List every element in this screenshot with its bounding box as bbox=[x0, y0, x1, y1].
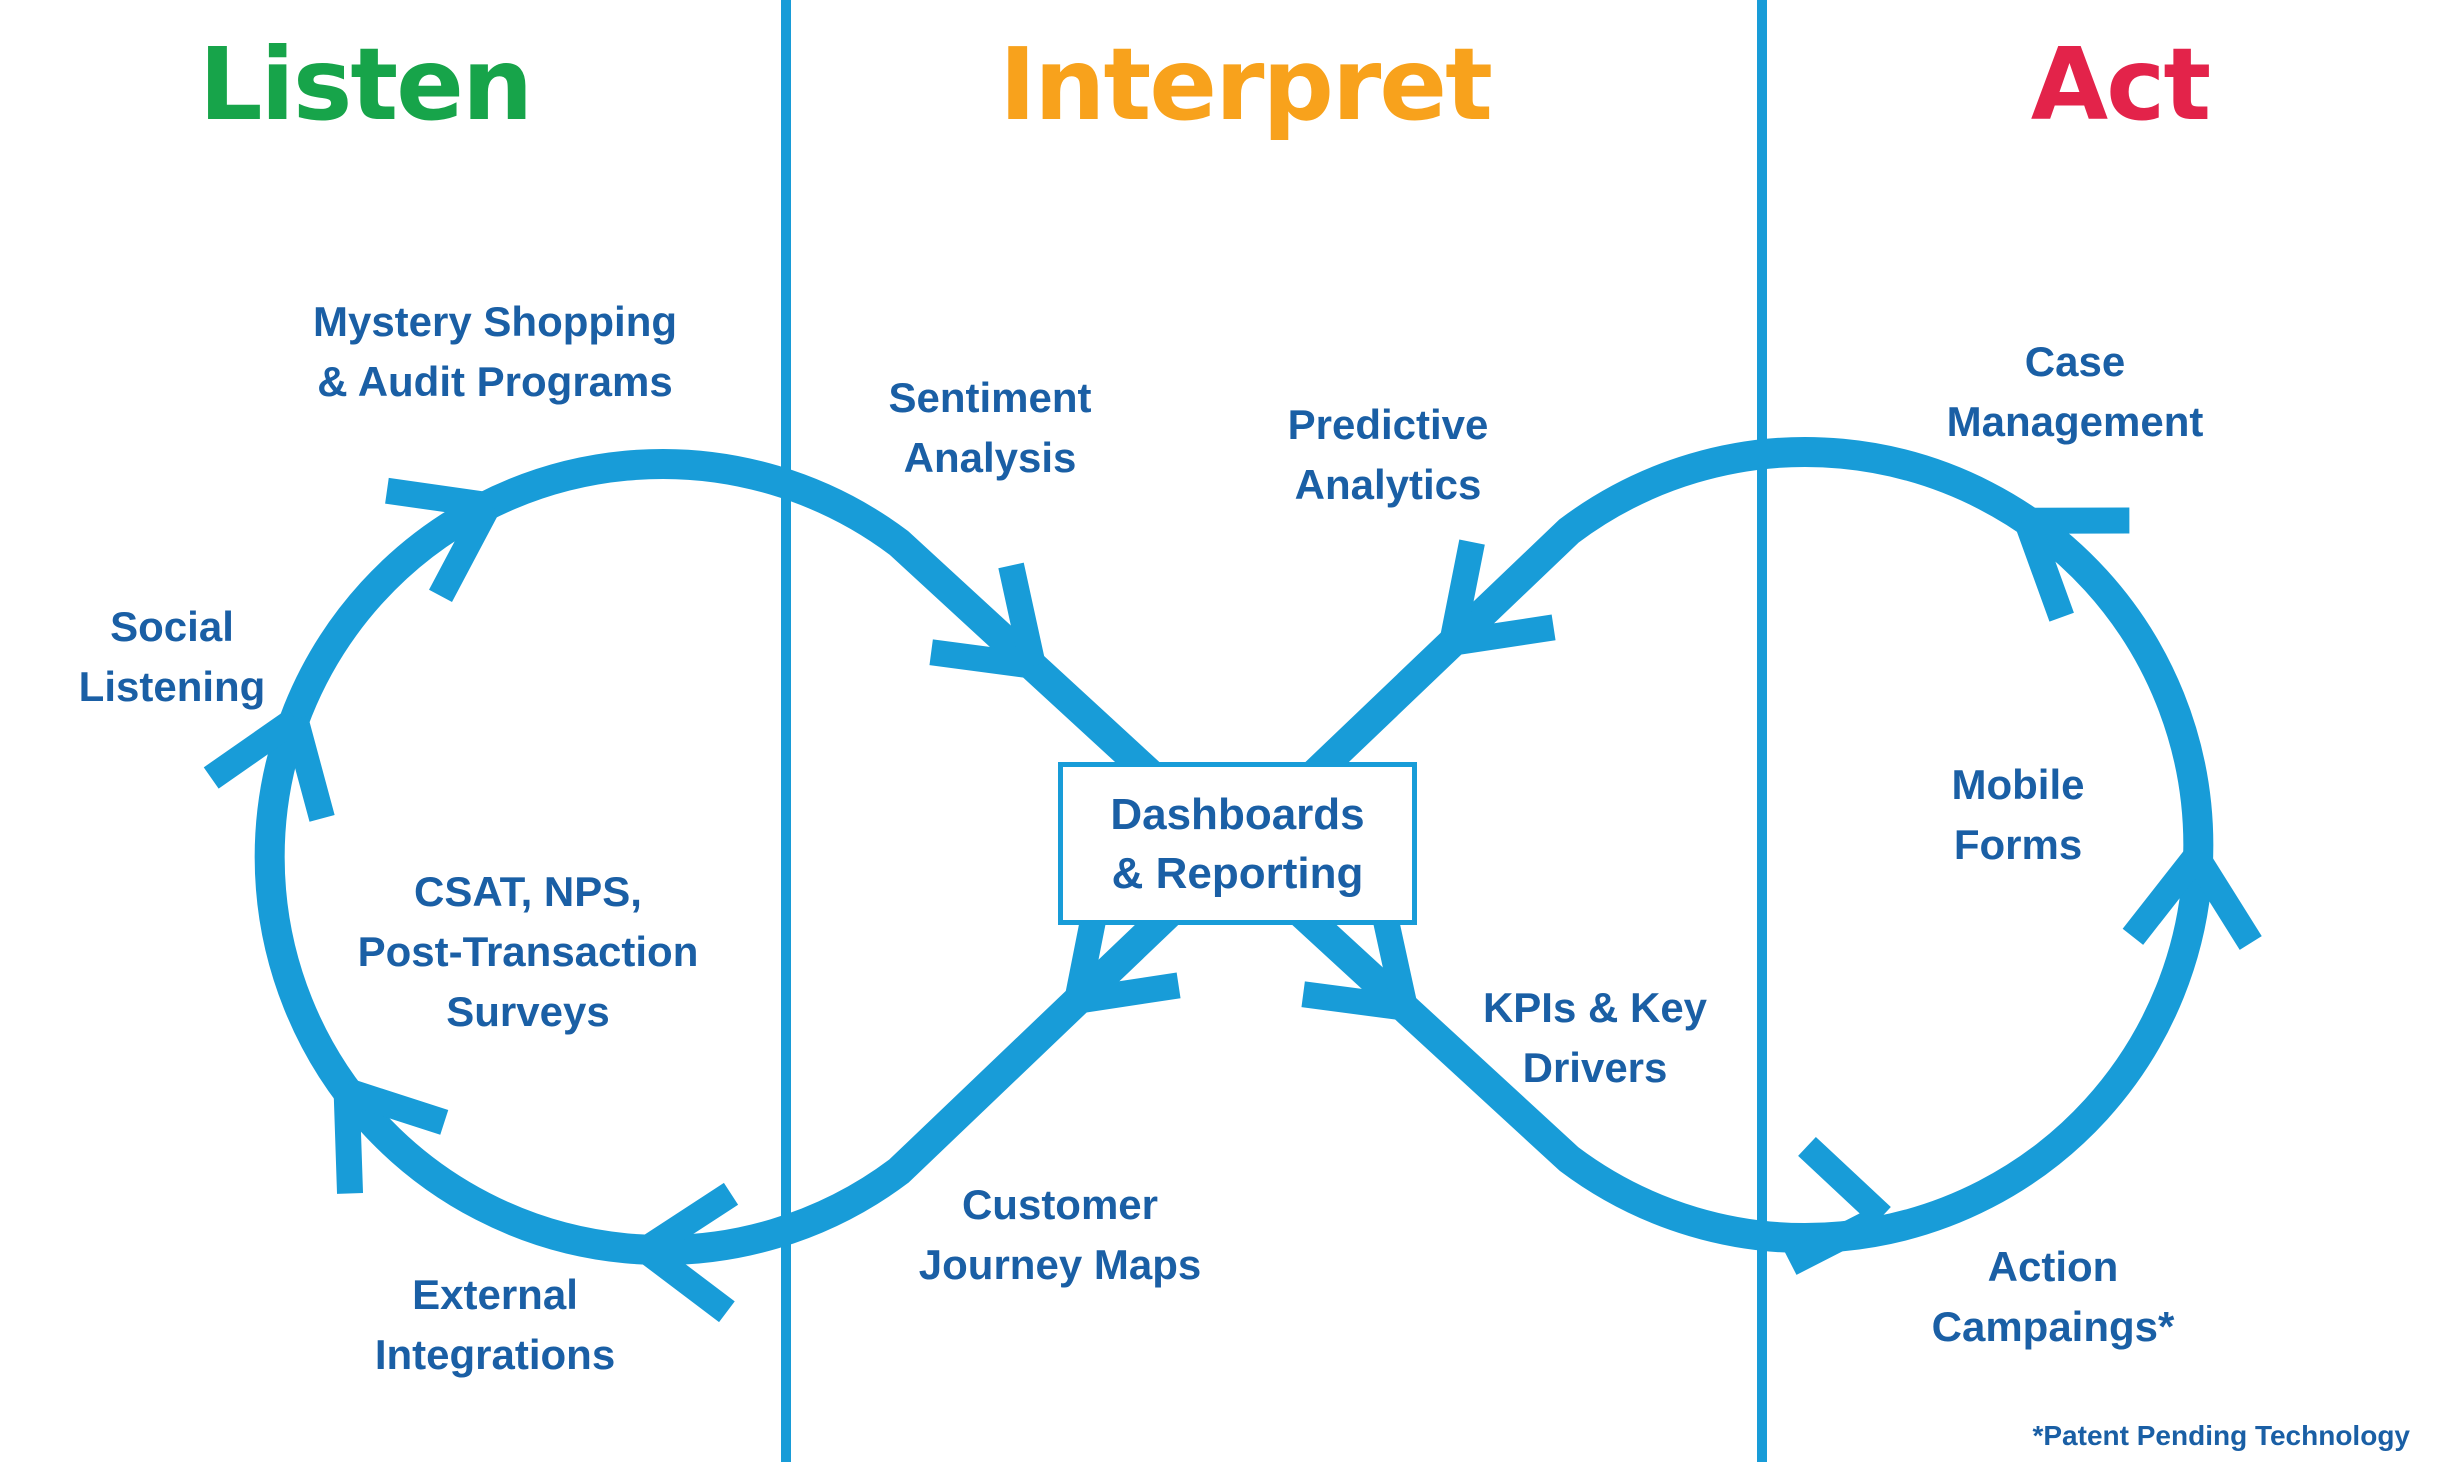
column-header-act: Act bbox=[2030, 26, 2211, 143]
label-kpis-key-drivers: KPIs & Key Drivers bbox=[1482, 984, 1708, 1091]
label-external-integrations: External Integrations bbox=[374, 1271, 616, 1378]
label-social-listening: Social Listening bbox=[78, 603, 266, 710]
infinity-loop-path bbox=[254, 437, 2214, 1265]
label-predictive-analytics: Predictive Analytics bbox=[1287, 401, 1489, 508]
column-header-listen: Listen bbox=[198, 26, 533, 143]
label-csat-nps-surveys: CSAT, NPS, Post-Transaction Surveys bbox=[357, 868, 699, 1035]
flow-arrowhead bbox=[1791, 1146, 1891, 1275]
label-mobile-forms: Mobile Forms bbox=[1951, 761, 2085, 868]
label-action-campaigns: Action Campaings* bbox=[1931, 1243, 2175, 1350]
dashboards-reporting-box: Dashboards & Reporting bbox=[1058, 762, 1417, 925]
label-case-management: Case Management bbox=[1946, 338, 2204, 445]
label-customer-journey-maps: Customer Journey Maps bbox=[918, 1181, 1202, 1288]
column-divider-interpret-act bbox=[1757, 0, 1767, 1462]
label-sentiment-analysis: Sentiment Analysis bbox=[888, 374, 1092, 481]
column-divider-listen-interpret bbox=[781, 0, 791, 1462]
label-mystery-shopping: Mystery Shopping & Audit Programs bbox=[312, 298, 678, 405]
patent-pending-footnote: *Patent Pending Technology bbox=[2032, 1420, 2410, 1451]
column-header-interpret: Interpret bbox=[999, 26, 1493, 143]
